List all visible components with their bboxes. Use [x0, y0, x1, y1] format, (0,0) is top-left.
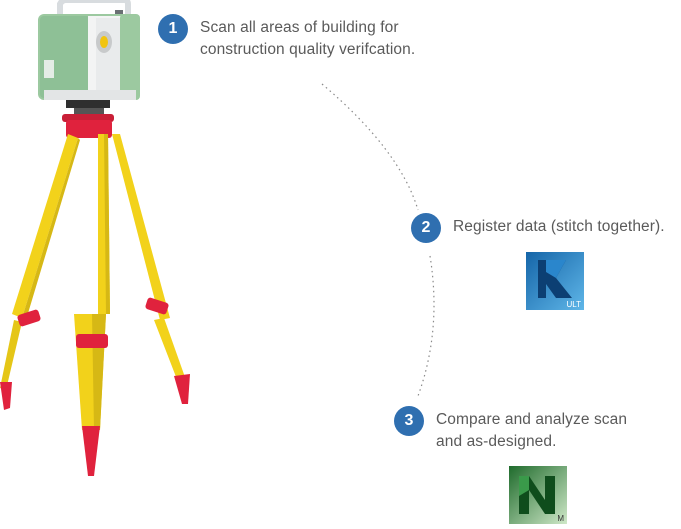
laser-scanner-tripod-illustration: [0, 0, 190, 476]
step-number-badge: 2: [411, 213, 441, 243]
icon-edition-label: M: [557, 514, 564, 523]
step-description-line: and as-designed.: [436, 433, 557, 450]
step-description-line: Compare and analyze scan: [436, 411, 628, 428]
step-description: Compare and analyze scan and as-designed…: [436, 409, 627, 453]
step-description-line: construction quality verifcation.: [200, 41, 416, 58]
icon-edition-label: ULT: [566, 300, 581, 309]
step-number-badge: 3: [394, 406, 424, 436]
step-description-line: Scan all areas of building for: [200, 19, 399, 36]
step-description: Scan all areas of building for construct…: [200, 17, 415, 61]
step-description: Register data (stitch together).: [453, 216, 665, 238]
autodesk-recap-ultimate-icon: ULT: [526, 252, 584, 310]
step-3: 3 Compare and analyze scan and as-design…: [394, 406, 627, 453]
autodesk-navisworks-manage-icon: M: [509, 466, 567, 524]
step-2: 2 Register data (stitch together).: [411, 213, 665, 243]
step-1: 1 Scan all areas of building for constru…: [158, 14, 415, 61]
step-number-badge: 1: [158, 14, 188, 44]
step-description-line: Register data (stitch together).: [453, 218, 665, 235]
